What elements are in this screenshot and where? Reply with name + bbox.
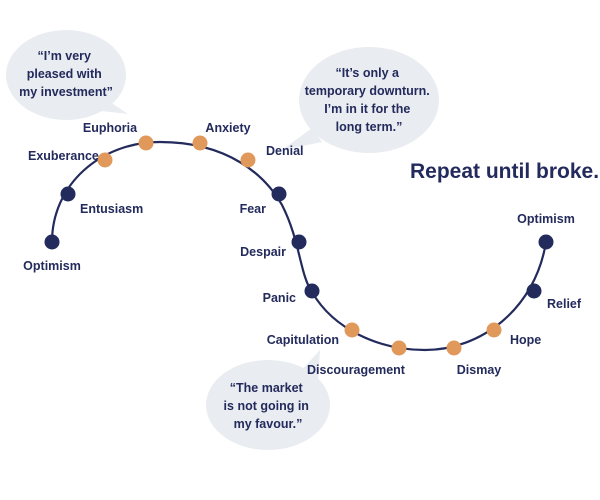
stage-label-exuberance: Exuberance (28, 149, 99, 163)
stage-label-anxiety: Anxiety (205, 121, 250, 135)
stage-label-optimism-start: Optimism (23, 259, 81, 273)
stage-label-entusiasm: Entusiasm (80, 202, 143, 216)
bubble-denial-line-1: “It’s only a (336, 66, 400, 80)
stage-label-optimism-end: Optimism (517, 212, 575, 226)
stage-label-denial: Denial (266, 144, 304, 158)
stage-dot-entusiasm (60, 186, 76, 202)
stage-group: Optimism Entusiasm Exuberance Euphoria A… (23, 121, 582, 377)
bubble-euphoria-line-2: pleased with (27, 67, 102, 81)
svg-text:“It’s only a temporary d: “It’s only a temporary downturn. I’m in … (305, 66, 434, 134)
stage-dot-despair (291, 234, 307, 250)
stage-dot-fear (271, 186, 287, 202)
stage-dot-denial (240, 152, 256, 168)
stage-label-fear: Fear (240, 202, 267, 216)
stage-label-capitulation: Capitulation (267, 333, 339, 347)
stage-dot-panic (304, 283, 320, 299)
stage-dot-optimism-end (538, 234, 554, 250)
bubble-capitulation-line-2: is not going in (224, 399, 309, 413)
stage-label-panic: Panic (263, 291, 296, 305)
headline: Repeat until broke... (410, 160, 600, 183)
stage-dot-hope (486, 322, 502, 338)
stage-label-relief: Relief (547, 297, 582, 311)
speech-bubble-euphoria: “I’m very pleased with my investment” (6, 30, 128, 120)
svg-text:“I’m very pleased with: “I’m very pleased with my investment” (19, 49, 113, 99)
stage-label-despair: Despair (240, 245, 286, 259)
bubble-denial-line-4: long term.” (336, 120, 403, 134)
speech-bubble-denial: “It’s only a temporary downturn. I’m in … (282, 47, 439, 153)
stage-label-discouragement: Discouragement (307, 363, 406, 377)
bubble-euphoria-line-1: “I’m very (38, 49, 92, 63)
stage-dot-relief (526, 283, 542, 299)
stage-dot-discouragement (391, 340, 407, 356)
speech-bubble-capitulation: “The market is not going in my favour.” (206, 350, 330, 450)
bubble-denial-line-2: temporary downturn. (305, 84, 430, 98)
bubble-denial-line-3: I’m in it for the (324, 102, 410, 116)
svg-text:“The market is not goin: “The market is not going in my favour.” (224, 381, 313, 431)
stage-dot-dismay (446, 340, 462, 356)
stage-label-euphoria: Euphoria (83, 121, 138, 135)
bubble-euphoria-line-3: my investment” (19, 85, 113, 99)
stage-label-hope: Hope (510, 333, 541, 347)
stage-dot-euphoria (138, 135, 154, 151)
stage-label-dismay: Dismay (457, 363, 502, 377)
stage-dot-anxiety (192, 135, 208, 151)
bubble-capitulation-line-1: “The market (230, 381, 304, 395)
stage-dot-optimism-start (44, 234, 60, 250)
stage-dot-capitulation (344, 322, 360, 338)
bubble-capitulation-line-3: my favour.” (234, 417, 303, 431)
stage-dot-exuberance (97, 152, 113, 168)
